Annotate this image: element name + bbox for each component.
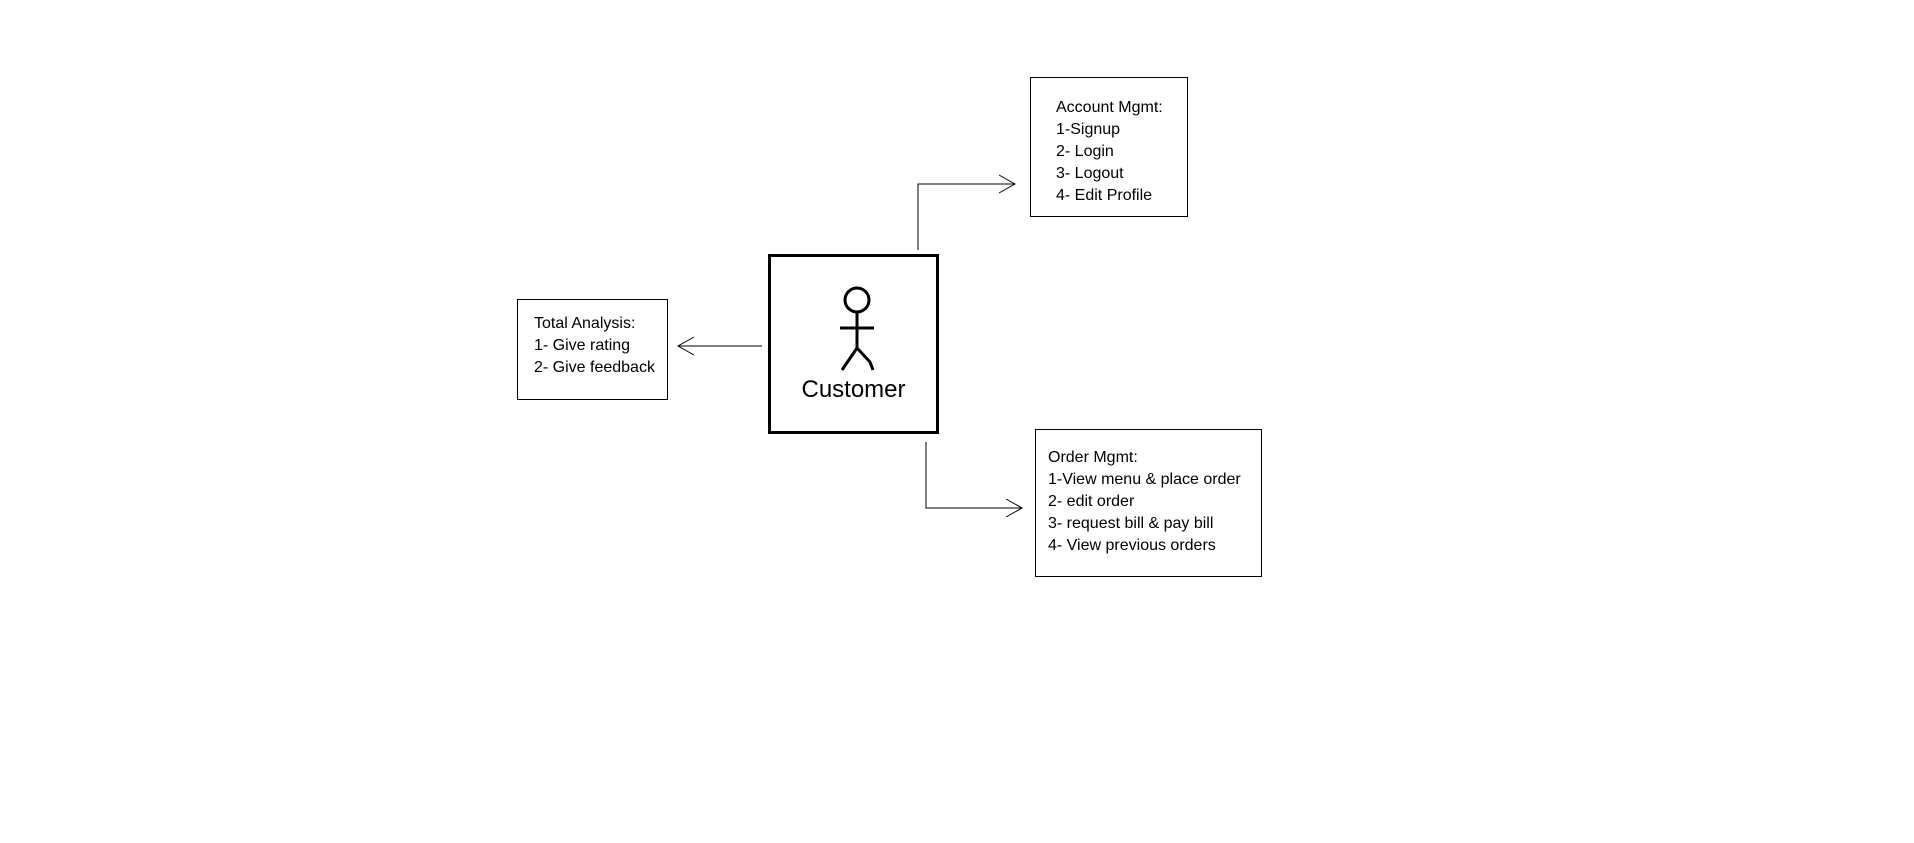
order-mgmt-item: 2- edit order: [1048, 493, 1135, 510]
order-mgmt-box: Order Mgmt: 1-View menu & place order 2-…: [1035, 429, 1262, 577]
account-mgmt-item: 3- Logout: [1056, 165, 1124, 182]
account-mgmt-title: Account Mgmt:: [1056, 99, 1163, 116]
total-analysis-item: 1- Give rating: [534, 337, 631, 354]
arrowhead-to-account-mgmt: [998, 174, 1017, 194]
connector-to-account-mgmt: [917, 183, 1015, 250]
customer-actor-box: Customer: [768, 254, 939, 434]
total-analysis-box: Total Analysis: 1- Give rating 2- Give f…: [517, 299, 668, 400]
account-mgmt-box: Account Mgmt: 1-Signup 2- Login 3- Logou…: [1030, 77, 1188, 217]
account-mgmt-item: 1-Signup: [1056, 121, 1121, 138]
total-analysis-title: Total Analysis:: [534, 315, 636, 332]
order-mgmt-item: 1-View menu & place order: [1048, 471, 1241, 488]
total-analysis-item: 2- Give feedback: [534, 359, 655, 376]
account-mgmt-item: 4- Edit Profile: [1056, 187, 1153, 204]
order-mgmt-item: 3- request bill & pay bill: [1048, 515, 1214, 532]
connector-to-order-mgmt: [925, 442, 1022, 509]
stick-figure-icon: [840, 286, 875, 371]
arrowhead-to-total-analysis: [676, 336, 695, 356]
order-mgmt-item: 4- View previous orders: [1048, 537, 1216, 554]
account-mgmt-item: 2- Login: [1056, 143, 1114, 160]
arrowhead-to-order-mgmt: [1005, 498, 1024, 518]
customer-label: Customer: [801, 376, 906, 403]
order-mgmt-title: Order Mgmt:: [1048, 449, 1138, 466]
